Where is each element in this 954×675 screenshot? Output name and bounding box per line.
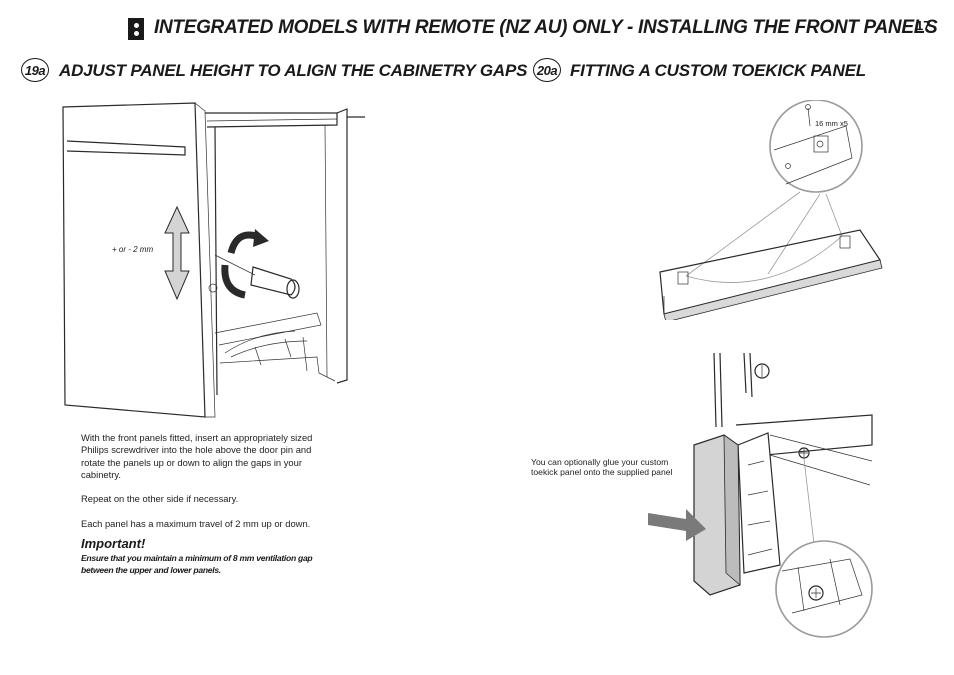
- toekick-rail-illustration: [659, 100, 883, 320]
- screw-size-label: 16 mm x5: [815, 119, 848, 128]
- glue-note: You can optionally glue your custom toek…: [531, 457, 673, 478]
- instruction-paragraph-2: Repeat on the other side if necessary.: [81, 493, 239, 504]
- page-title: INTEGRATED MODELS WITH REMOTE (NZ AU) ON…: [154, 17, 938, 38]
- important-note: Ensure that you maintain a minimum of 8 …: [81, 553, 313, 576]
- important-heading: Important!: [81, 536, 146, 551]
- toekick-panel-illustration: [648, 352, 873, 638]
- step-20a-heading: FITTING A CUSTOM TOEKICK PANEL: [570, 61, 866, 80]
- panel-height-adjustment-illustration: [62, 102, 365, 418]
- travel-amount-label: + or - 2 mm: [112, 245, 154, 254]
- step-20a-badge: 20a: [533, 58, 561, 82]
- step-19a-badge: 19a: [21, 58, 49, 82]
- instruction-paragraph-1: With the front panels fitted, insert an …: [81, 432, 313, 481]
- dot-icon: [133, 30, 139, 36]
- section-drawer-dots-icon: [128, 18, 144, 40]
- page-number: 17: [916, 18, 931, 33]
- dot-icon: [133, 22, 139, 28]
- step-19a-heading: ADJUST PANEL HEIGHT TO ALIGN THE CABINET…: [59, 61, 528, 80]
- instruction-paragraph-3: Each panel has a maximum travel of 2 mm …: [81, 518, 311, 529]
